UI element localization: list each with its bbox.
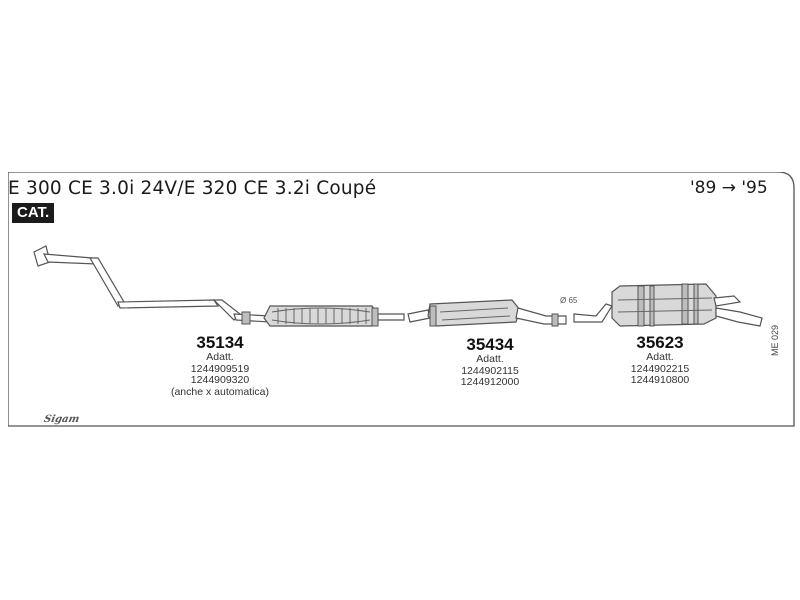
part-line: 1244909320	[190, 374, 250, 386]
part-line: 1244909519	[190, 362, 250, 375]
part-line: Adatt.	[646, 351, 674, 363]
brand-logo: Sigam	[42, 414, 81, 425]
part-line: 1244912000	[460, 376, 520, 388]
part-35434: 35434 Adatt. 1244902115 1244912000	[440, 336, 540, 389]
pipe-diameter-label: Ø 65	[560, 296, 578, 305]
diagram-reference-code: ME 029	[770, 324, 780, 356]
part-code: 35134	[196, 333, 244, 352]
part-line: 1244902215	[630, 362, 690, 375]
catalytic-converter-icon	[263, 305, 405, 327]
middle-silencer-icon	[407, 299, 567, 327]
front-pipe-icon	[33, 245, 271, 325]
vehicle-model-title: E 300 CE 3.0i 24V/E 320 CE 3.2i Coupé	[8, 178, 377, 199]
part-35134: 35134 Adatt. 1244909519 1244909320 (anch…	[160, 334, 280, 398]
part-line: Adatt.	[206, 351, 234, 363]
exhaust-diagram-card	[8, 172, 800, 428]
part-code: 35434	[466, 335, 514, 354]
part-35623: 35623 Adatt. 1244902215 1244910800	[610, 334, 710, 387]
part-line: 1244910800	[630, 374, 690, 386]
part-line: 1244902115	[461, 364, 519, 377]
part-code: 35623	[636, 333, 684, 352]
catalyst-badge: CAT.	[12, 203, 55, 223]
part-line: Adatt.	[476, 353, 504, 365]
card-frame	[8, 172, 795, 427]
rear-silencer-icon	[573, 283, 763, 327]
part-line: (anche x automatica)	[170, 385, 270, 398]
year-range: '89 → '95	[690, 178, 768, 198]
